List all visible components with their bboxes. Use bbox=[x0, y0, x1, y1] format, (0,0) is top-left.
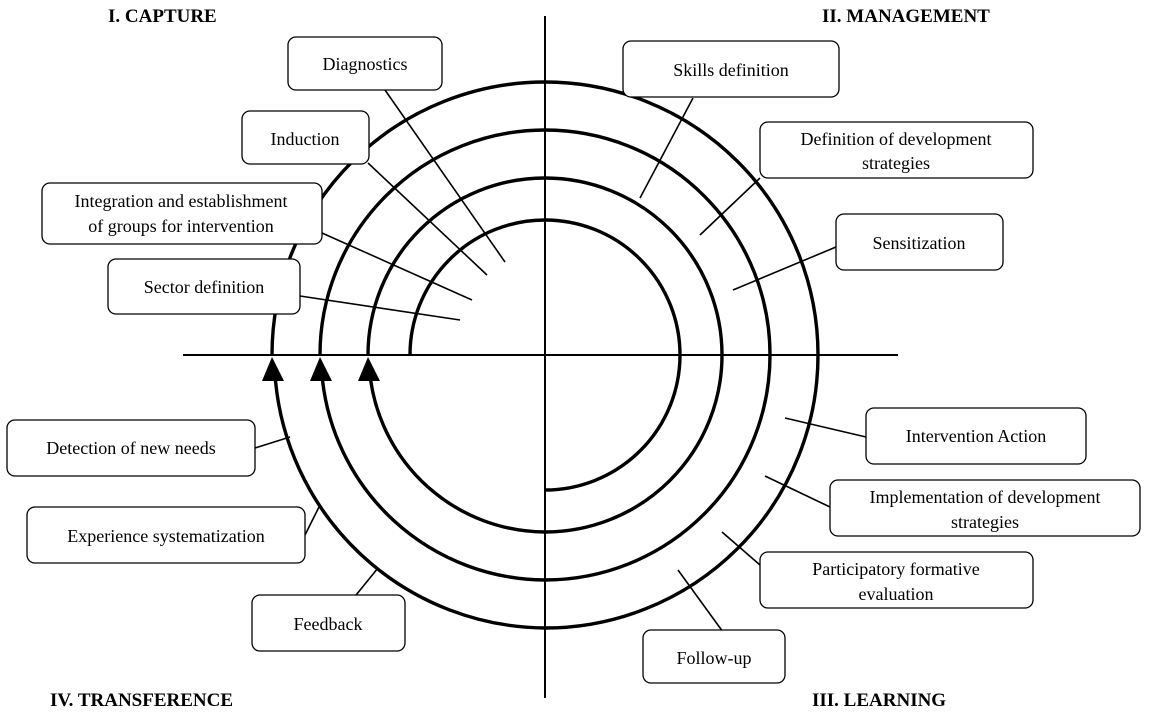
box-follow-up bbox=[642, 629, 786, 684]
leader-sensitization bbox=[732, 246, 837, 291]
arrowhead-middle bbox=[310, 357, 332, 381]
quadrant-title-capture: I. CAPTURE bbox=[108, 6, 217, 27]
label-new-needs: Detection of new needs bbox=[46, 438, 215, 458]
label-skills-definition: Skills definition bbox=[673, 60, 789, 80]
arrowhead-outer bbox=[262, 357, 284, 381]
box-evaluation bbox=[759, 551, 1034, 609]
outer-ring bbox=[270, 80, 820, 630]
leader-sector-definition bbox=[299, 295, 461, 321]
core-ring bbox=[408, 218, 682, 492]
box-integration bbox=[41, 182, 323, 245]
label-sensitization: Sensitization bbox=[873, 233, 966, 253]
leader-diagnostics bbox=[384, 89, 506, 263]
leader-evaluation bbox=[721, 531, 761, 566]
leader-new-needs bbox=[254, 436, 291, 449]
middle-ring bbox=[366, 176, 724, 534]
label-induction: Induction bbox=[271, 129, 340, 149]
box-development-strategies bbox=[759, 121, 1034, 179]
leader-follow-up bbox=[677, 569, 724, 633]
box-induction bbox=[241, 110, 370, 165]
box-systematization bbox=[26, 506, 306, 564]
box-skills-definition bbox=[622, 40, 840, 98]
box-sensitization bbox=[835, 213, 1004, 271]
quadrant-title-management: II. MANAGEMENT bbox=[822, 6, 990, 27]
box-intervention-action bbox=[865, 407, 1087, 465]
leader-intervention-action bbox=[784, 417, 867, 438]
leader-induction bbox=[367, 162, 488, 276]
label-intervention-action: Intervention Action bbox=[906, 426, 1046, 446]
label-feedback: Feedback bbox=[294, 614, 363, 634]
box-sector-definition bbox=[107, 258, 301, 315]
label-evaluation-line2: evaluation bbox=[859, 584, 934, 604]
label-integration-line1: Integration and establishment bbox=[75, 191, 288, 211]
box-new-needs bbox=[6, 419, 256, 477]
label-development-line1: Definition of development bbox=[801, 129, 992, 149]
label-implementation-line2: strategies bbox=[951, 512, 1019, 532]
label-evaluation-line1: Participatory formative bbox=[812, 559, 979, 579]
inner-ring bbox=[318, 128, 772, 582]
spiral-arc-outer bbox=[273, 374, 546, 630]
box-feedback bbox=[251, 594, 406, 652]
arrowhead-inner bbox=[358, 357, 380, 381]
label-diagnostics: Diagnostics bbox=[323, 54, 408, 74]
leader-skills-definition bbox=[639, 97, 694, 199]
box-diagnostics bbox=[287, 36, 443, 91]
leader-implementation bbox=[764, 475, 831, 508]
leader-integration bbox=[321, 232, 473, 301]
label-follow-up: Follow-up bbox=[676, 648, 751, 668]
quadrant-title-transference: IV. TRANSFERENCE bbox=[50, 690, 233, 711]
leader-systematization bbox=[304, 504, 321, 536]
spiral-arc-middle bbox=[320, 374, 546, 582]
leader-development-strategies bbox=[699, 177, 761, 236]
label-development-line2: strategies bbox=[862, 153, 930, 173]
quadrant-title-learning: III. LEARNING bbox=[812, 690, 946, 711]
label-systematization: Experience systematization bbox=[67, 526, 264, 546]
box-implementation bbox=[829, 479, 1141, 537]
label-integration-line2: of groups for intervention bbox=[88, 216, 273, 236]
label-implementation-line1: Implementation of development bbox=[870, 487, 1101, 507]
spiral-arc-inner bbox=[368, 374, 546, 534]
label-sector-definition: Sector definition bbox=[144, 277, 264, 297]
